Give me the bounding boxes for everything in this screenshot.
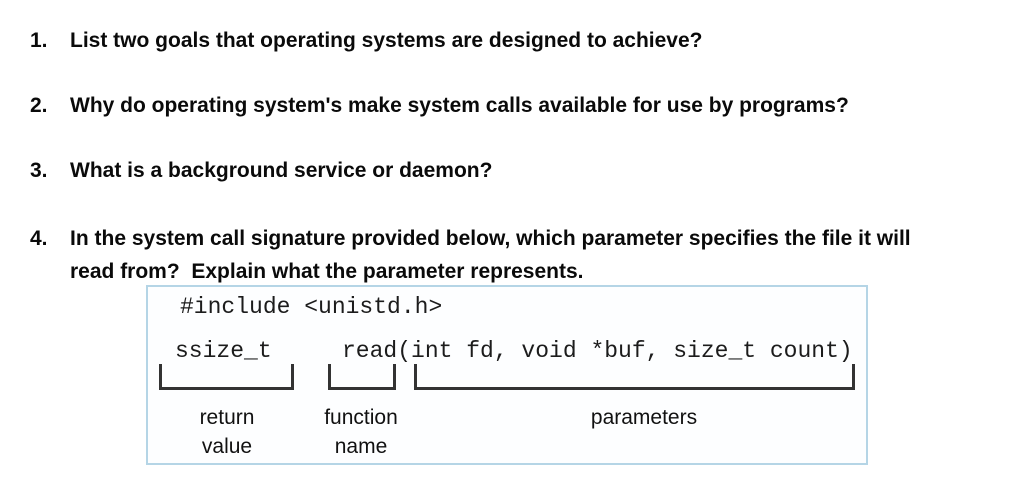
code-return-type: ssize_t <box>175 338 272 364</box>
question-2: 2. Why do operating system's make system… <box>30 92 1024 119</box>
question-1-number: 1. <box>30 29 48 52</box>
function-name-label: function name <box>324 406 398 458</box>
question-2-text: Why do operating system's make system ca… <box>70 94 849 117</box>
parameters-bracket <box>414 364 855 390</box>
question-4-text: In the system call signature provided be… <box>70 227 911 283</box>
parameters-label: parameters <box>590 406 698 429</box>
question-3-number: 3. <box>30 159 48 182</box>
question-4: 4. In the system call signature provided… <box>30 222 1024 288</box>
question-2-number: 2. <box>30 94 48 117</box>
return-value-bracket <box>159 364 294 390</box>
system-call-figure: #include <unistd.h> ssize_t read(int fd,… <box>146 285 868 465</box>
question-1: 1. List two goals that operating systems… <box>30 27 1024 54</box>
question-3-text: What is a background service or daemon? <box>70 159 493 182</box>
code-include-line: #include <unistd.h> <box>180 294 443 320</box>
code-call-signature: read(int fd, void *buf, size_t count) <box>342 338 853 364</box>
question-1-text: List two goals that operating systems ar… <box>70 29 703 52</box>
question-3: 3. What is a background service or daemo… <box>30 157 1024 184</box>
question-4-number: 4. <box>30 227 48 250</box>
function-name-bracket <box>328 364 396 390</box>
return-value-label: return value <box>199 406 255 458</box>
